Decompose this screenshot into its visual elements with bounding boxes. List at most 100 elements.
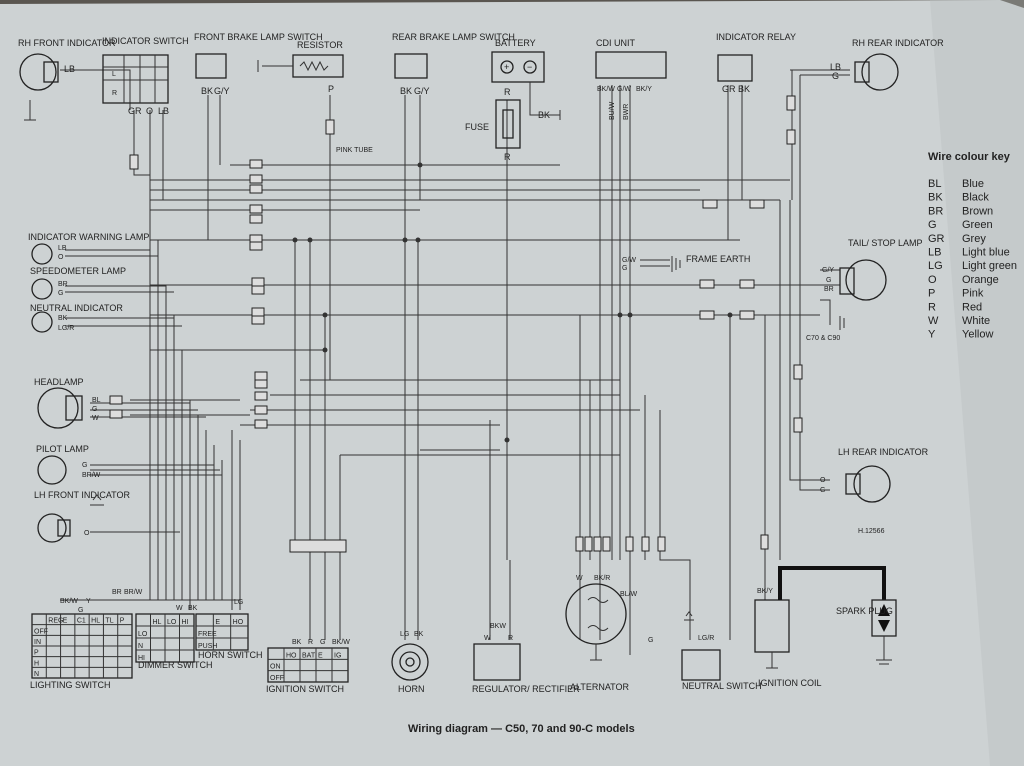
- neutral-indicator: NEUTRAL INDICATOR BK LG/R: [30, 303, 123, 333]
- wire-label: BK: [58, 315, 68, 322]
- wire-key-code: Y: [928, 329, 936, 341]
- switch-col-label: E: [63, 618, 68, 625]
- wire-key-code: R: [928, 301, 936, 313]
- wire-label: G: [820, 487, 825, 494]
- lh-rear-indicator: LH REAR INDICATOR O G: [820, 447, 929, 503]
- tail-stop-lamp: TAIL/ STOP LAMP G/Y G BR C70 & C90: [806, 238, 923, 342]
- switch-col-label: HO: [233, 619, 244, 626]
- wire-label: LB: [64, 64, 75, 74]
- horn-switch-label: HORN SWITCH: [198, 650, 263, 660]
- switch-row-label: OFF: [34, 628, 48, 635]
- battery-label: BATTERY: [495, 38, 536, 48]
- cdi-unit-label: CDI UNIT: [596, 38, 635, 48]
- wire-label: G: [832, 71, 839, 81]
- wire-label: G: [622, 265, 627, 272]
- wire-label: BK: [414, 631, 424, 638]
- rh-front-indicator-label: RH FRONT INDICATOR: [18, 38, 116, 48]
- battery-plus-sign: +: [504, 62, 509, 72]
- switch-col-label: HL: [91, 618, 100, 625]
- wire-label: BR: [112, 589, 122, 596]
- rh-rear-indicator: RH REAR INDICATOR LB G: [830, 38, 944, 91]
- wire-label: BK: [738, 84, 750, 94]
- alternator-label: ALTERNATOR: [570, 682, 630, 692]
- switch-row-label: PUSH: [198, 643, 217, 650]
- wire-label: BKW: [490, 623, 506, 630]
- wire-label: BR/W: [82, 472, 101, 479]
- front-brake-lamp-switch-label: FRONT BRAKE LAMP SWITCH: [194, 32, 323, 42]
- wire-key-colour: White: [962, 315, 990, 327]
- regulator-rectifier-label: REGULATOR/ RECTIFIER: [472, 684, 580, 694]
- switch-col-label: TL: [105, 618, 113, 625]
- front-brake-lamp-switch: FRONT BRAKE LAMP SWITCH BK G/Y: [194, 32, 323, 96]
- frame-earth-label: FRAME EARTH: [686, 254, 750, 264]
- wire-label: LB: [58, 245, 67, 252]
- indicator-relay-label: INDICATOR RELAY: [716, 32, 796, 42]
- spark-plug-label: SPARK PLUG: [836, 606, 893, 616]
- indicator-warning-lamp-label: INDICATOR WARNING LAMP: [28, 232, 149, 242]
- pilot-lamp: PILOT LAMP G BR/W: [36, 444, 101, 485]
- wire-label: BL: [92, 397, 101, 404]
- resistor-label: RESISTOR: [297, 40, 343, 50]
- indicator-relay: INDICATOR RELAY GR BK: [716, 32, 796, 94]
- pilot-lamp-label: PILOT LAMP: [36, 444, 89, 454]
- diagram-title: Wiring diagram — C50, 70 and 90-C models: [408, 723, 635, 735]
- wire-key-colour: Green: [962, 219, 993, 231]
- wire-label: W: [484, 635, 491, 642]
- wire-harness: [60, 69, 850, 655]
- regulator-rectifier: BKW W R REGULATOR/ RECTIFIER: [472, 623, 580, 694]
- wire-label: BWR: [623, 104, 630, 120]
- wire-label: Y: [86, 598, 91, 605]
- rh-front-indicator: RH FRONT INDICATOR LB: [18, 38, 116, 121]
- switch-row-label: H: [34, 660, 39, 667]
- wire-label: BK: [538, 110, 550, 120]
- wire-key-code: BR: [928, 205, 943, 217]
- wire-label: G: [92, 406, 97, 413]
- wire-label: G/Y: [414, 86, 430, 96]
- ignition-coil: BK/Y IGNITION COIL: [754, 566, 886, 688]
- speedometer-lamp-label: SPEEDOMETER LAMP: [30, 266, 126, 276]
- switch-col-label: P: [120, 618, 125, 625]
- wire-label: BR: [58, 281, 68, 288]
- wire-label: G: [78, 607, 83, 614]
- wire-label: GR: [128, 106, 142, 116]
- switch-row-label: L: [112, 71, 116, 78]
- wire-label: BK/Y: [636, 86, 652, 93]
- wire-label: G: [82, 462, 87, 469]
- switch-col-label: BAT: [302, 652, 316, 659]
- wire-label: BR: [824, 286, 834, 293]
- switch-col-label: HI: [182, 619, 189, 626]
- wire-label: G: [826, 277, 831, 284]
- switch-row-label: LO: [138, 631, 148, 638]
- wire-key-colour: Blue: [962, 178, 984, 190]
- indicator-switch-label: INDICATOR SWITCH: [102, 36, 189, 46]
- switch-row-label: N: [34, 671, 39, 678]
- wire-key-colour: Light green: [962, 260, 1017, 272]
- battery-minus-sign: −: [527, 62, 532, 72]
- switch-row-label: IN: [34, 639, 41, 646]
- wire-key-colour: Red: [962, 301, 982, 313]
- wire-label: G: [320, 639, 325, 646]
- wire-label: R: [308, 639, 313, 646]
- inline-connectors: [109, 95, 803, 553]
- wire-label: BK: [292, 639, 302, 646]
- lh-rear-indicator-label: LH REAR INDICATOR: [838, 447, 929, 457]
- ignition-coil-label: IGNITION COIL: [758, 678, 822, 688]
- switch-row-label: N: [138, 643, 143, 650]
- horn-label: HORN: [398, 684, 425, 694]
- wire-label: R: [504, 87, 511, 97]
- rear-brake-lamp-switch-label: REAR BRAKE LAMP SWITCH: [392, 32, 515, 42]
- lighting-switch-label: LIGHTING SWITCH: [30, 680, 111, 690]
- junction-dots: [292, 162, 733, 443]
- tail-stop-lamp-label: TAIL/ STOP LAMP: [848, 238, 923, 248]
- frame-earth: G/W G FRAME EARTH: [622, 254, 750, 272]
- wire-key-code: P: [928, 288, 935, 300]
- switch-col-label: E: [215, 619, 220, 626]
- wire-label: G/W: [617, 86, 631, 93]
- wire-label: W: [92, 415, 99, 422]
- switch-col-label: HL: [153, 619, 162, 626]
